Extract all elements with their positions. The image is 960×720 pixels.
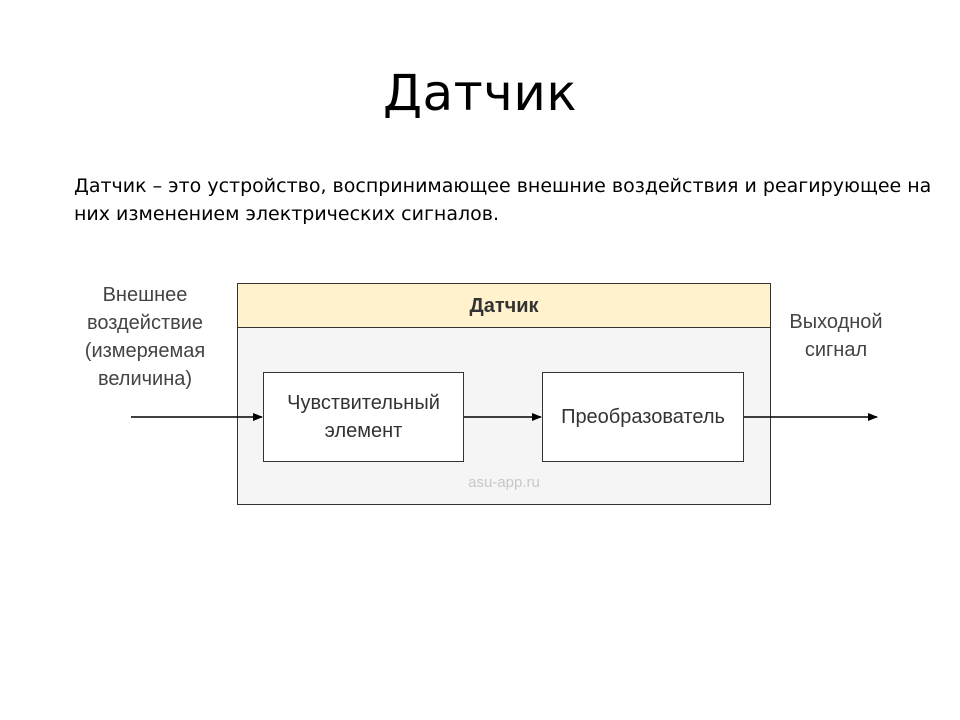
sensitive-element-box: Чувствительный элемент [263,372,464,462]
converter-box: Преобразователь [542,372,744,462]
sensor-header: Датчик [238,284,770,328]
slide-title: Датчик [382,64,578,122]
output-label: Выходной сигнал [789,311,883,361]
definition-text: Датчик – это устройство, воспринимающее … [74,175,932,225]
watermark: asu-app.ru [468,474,540,491]
converter-label: Преобразователь [561,406,725,428]
input-label: Внешнее воздействие (измеряемая величина… [84,284,206,390]
sensitive-element-label: Чувствительный элемент [287,392,440,442]
